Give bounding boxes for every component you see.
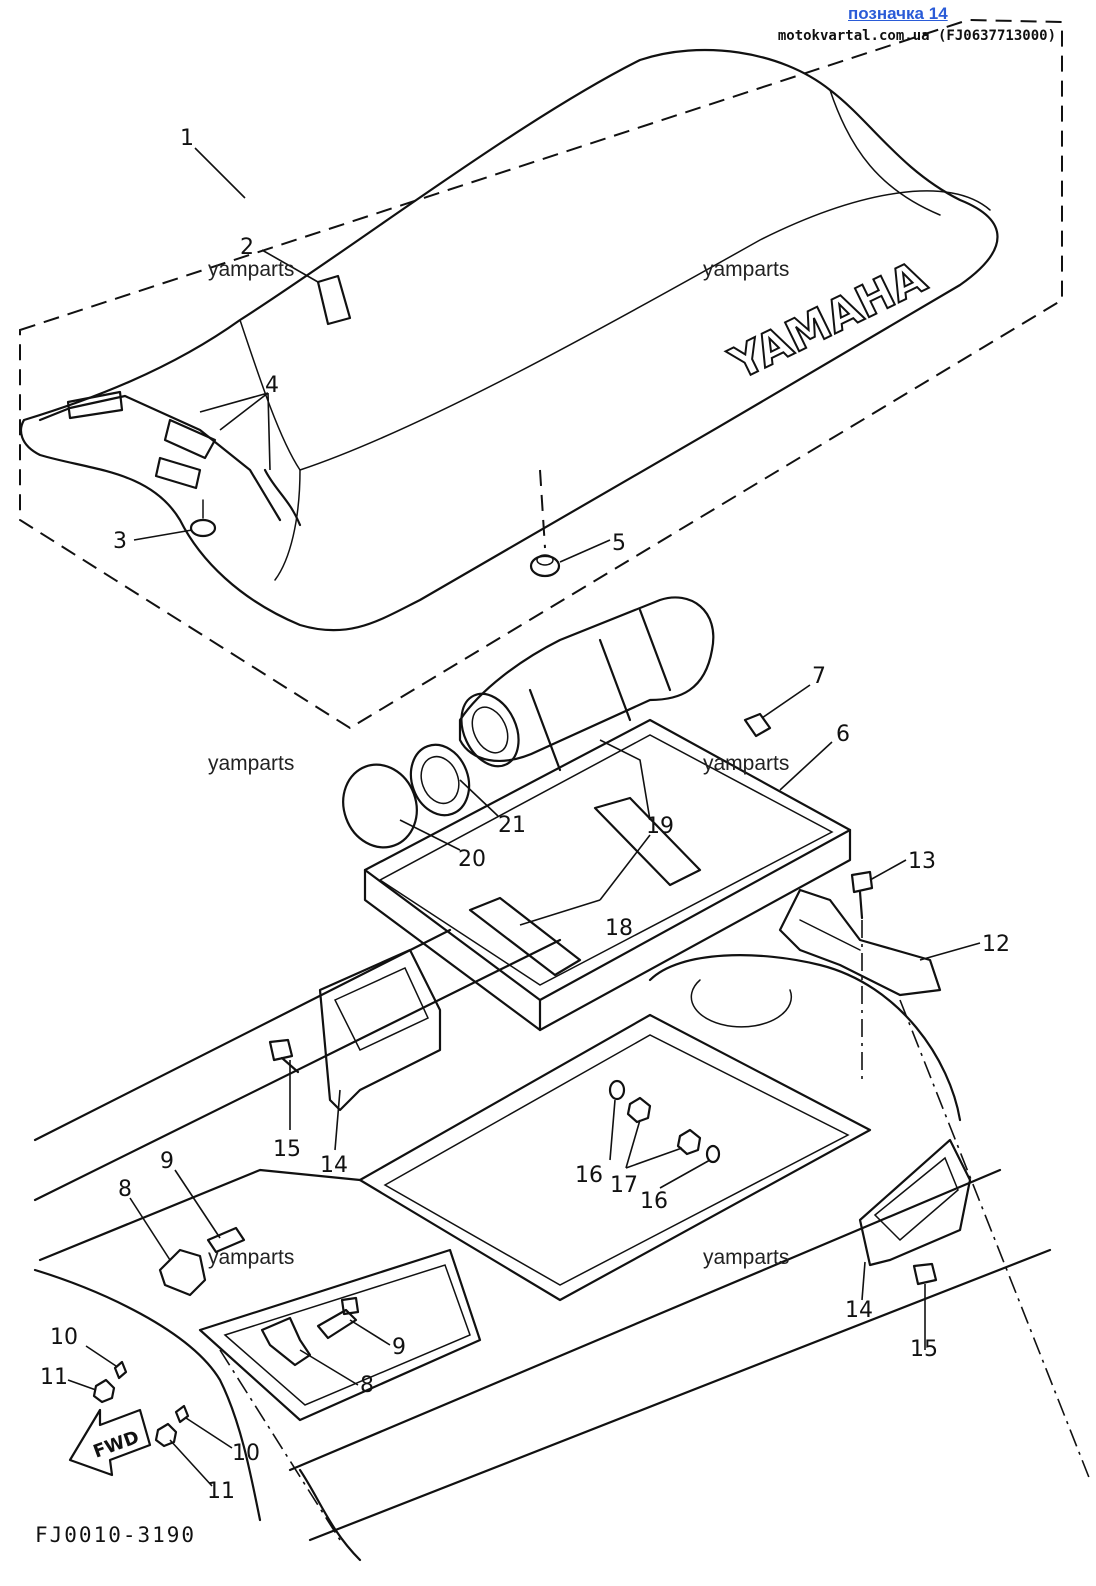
hull-deck (33, 928, 1091, 1562)
callout-19: 19 (646, 814, 674, 839)
callout-13: 13 (908, 849, 936, 874)
spring-10-lower (174, 1404, 190, 1424)
callout-16a: 16 (575, 1163, 603, 1188)
drawing-code: FJ0010-3190 (35, 1523, 196, 1547)
leader-lines (67, 147, 981, 1487)
callout-1: 1 (180, 126, 194, 151)
callout-21: 21 (498, 813, 526, 838)
hinge-8-lower (260, 1296, 360, 1367)
clip-7 (743, 712, 772, 738)
bracket-14-left (318, 948, 442, 1112)
callout-11b: 11 (207, 1479, 235, 1504)
callout-8a: 8 (118, 1177, 132, 1202)
seat-body: YAMAHA (20, 48, 999, 632)
washer-16-b (705, 1144, 721, 1164)
intake-duct (458, 596, 715, 772)
seat-assembly-boundary (19, 18, 1063, 730)
watermark-6: yamparts (703, 1246, 789, 1269)
nut-11-upper (92, 1378, 116, 1404)
callout-8b: 8 (360, 1373, 374, 1398)
callout-10a: 10 (50, 1325, 78, 1350)
callout-15b: 15 (910, 1337, 938, 1362)
seal-ring-21 (409, 743, 471, 817)
callout-4: 4 (265, 373, 279, 398)
nut-11-lower (154, 1422, 178, 1448)
watermark-3: yamparts (208, 752, 294, 775)
callout-20: 20 (458, 847, 486, 872)
callout-10b: 10 (232, 1441, 260, 1466)
callout-12: 12 (982, 932, 1010, 957)
hinge-8-upper (158, 1226, 246, 1297)
watermark-4: yamparts (703, 752, 789, 775)
callout-5: 5 (612, 531, 626, 556)
callout-9a: 9 (160, 1149, 174, 1174)
callout-15a: 15 (273, 1137, 301, 1162)
watermark-2: yamparts (703, 258, 789, 281)
washer-16-a (608, 1079, 626, 1101)
fwd-arrow: FWD (68, 1408, 152, 1477)
source-text: motokvartal.com.ua (FJ0637713000) (777, 28, 1056, 44)
callout-16b: 16 (640, 1189, 668, 1214)
callout-18: 18 (605, 916, 633, 941)
grommet-3 (189, 499, 217, 538)
nut-17-a (626, 1096, 652, 1124)
tray-gasket-6 (363, 718, 852, 1032)
spring-10-upper (113, 1360, 128, 1380)
watermark-5: yamparts (208, 1246, 294, 1269)
bolt-13 (850, 870, 874, 1080)
watermark-1: yamparts (208, 258, 294, 281)
screw-15-right (912, 1262, 938, 1286)
latch-hook-12 (778, 888, 942, 997)
callout-7: 7 (812, 664, 826, 689)
callout-3: 3 (113, 529, 127, 554)
callout-6: 6 (836, 722, 850, 747)
grommet-5 (529, 469, 561, 578)
callout-11a: 11 (40, 1365, 68, 1390)
nut-17-b (676, 1128, 702, 1156)
cap-20 (342, 763, 418, 849)
callout-14a: 14 (320, 1153, 348, 1178)
header-link[interactable]: позначка 14 (848, 4, 948, 23)
screw-15-left (268, 1038, 300, 1074)
callout-9b: 9 (392, 1335, 406, 1360)
callout-14b: 14 (845, 1298, 873, 1323)
callout-17: 17 (610, 1173, 638, 1198)
bracket-14-right (858, 1138, 972, 1267)
callout-2: 2 (240, 235, 254, 260)
